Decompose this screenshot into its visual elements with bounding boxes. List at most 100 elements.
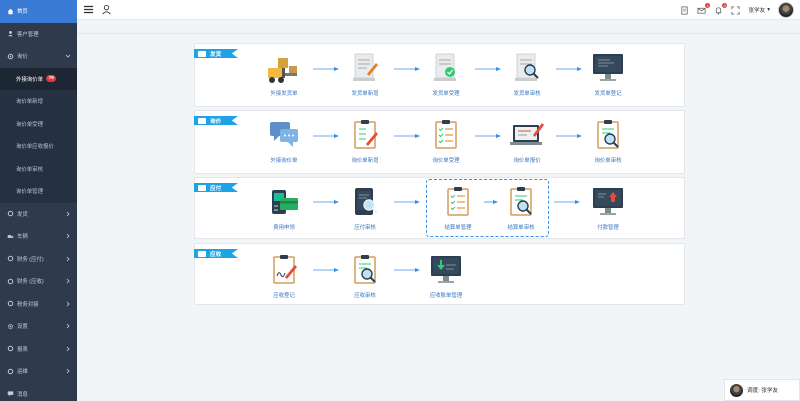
sidebar-sub-inquiry-new[interactable]: 询价单新增 (0, 90, 77, 113)
tabs-bar (77, 20, 800, 34)
step-label: 发货单受理 (432, 91, 460, 97)
sidebar-sub-external-inquiry[interactable]: 外接询价单 79 (0, 67, 77, 90)
step-label: 询价单审核 (594, 158, 622, 164)
chevron-right-icon (65, 211, 71, 217)
document-search-icon (507, 50, 547, 86)
count-badge: 79 (45, 75, 57, 83)
sidebar-item-label: 车辆 (17, 234, 28, 241)
mail-icon[interactable]: 1 (697, 2, 711, 15)
step-receivable-review[interactable]: 应收审核 (335, 252, 395, 299)
sidebar-item-label: 询价单管理 (16, 189, 43, 196)
flow-arrow (313, 66, 339, 72)
flow-arrow (313, 267, 339, 273)
avatar[interactable] (778, 2, 794, 18)
flow-arrow (556, 133, 582, 139)
step-inquiry-new[interactable]: 询价单新增 (335, 117, 395, 164)
panel-shipping: 发货 外接发货单 发货单新增 发货单受理 发货单审核 发货单登记 (194, 43, 685, 107)
user-profile-icon[interactable] (101, 4, 112, 17)
tag-icon (198, 117, 206, 124)
step-external-shipping[interactable]: 外接发货单 (254, 50, 314, 97)
step-expense-claim[interactable]: 费用申领 (254, 184, 314, 231)
step-label: 外接发货单 (270, 91, 298, 97)
chevron-right-icon (65, 323, 71, 329)
step-receivable-register[interactable]: 应收登记 (254, 252, 314, 299)
settings-icon (6, 345, 14, 353)
monitor-icon (588, 50, 628, 86)
sidebar-item-customers[interactable]: 客户管理 (0, 23, 77, 46)
chevron-down-icon (65, 53, 71, 59)
sidebar-item-messages[interactable]: 消息 (0, 383, 77, 401)
sidebar-sub-inquiry-manage[interactable]: 询价单管理 (0, 180, 77, 203)
sidebar-item-settings[interactable]: 设置 (0, 315, 77, 338)
tag-icon (198, 250, 206, 257)
panel-receivable: 应收 应收登记 应收审核 应收账单管理 (194, 243, 685, 305)
step-external-inquiry[interactable]: 外接询价单 (254, 117, 314, 164)
step-label: 询价单受理 (432, 158, 460, 164)
flow-arrow (484, 199, 498, 205)
sidebar-sub-inquiry-review[interactable]: 询价单审核 (0, 158, 77, 181)
fullscreen-icon[interactable] (731, 5, 740, 15)
step-shipping-register[interactable]: 发货单登记 (578, 50, 638, 97)
step-label: 结算单审核 (507, 225, 535, 231)
step-label: 发货单审核 (513, 91, 541, 97)
step-inquiry-accept[interactable]: 询价单受理 (416, 117, 476, 164)
sidebar-item-label: 财务 (应付) (17, 256, 44, 263)
message-icon (6, 390, 14, 398)
sidebar-item-label: 询价单应收报价 (16, 144, 54, 151)
step-payment-manage[interactable]: 付款管理 (578, 184, 638, 231)
panel-tag-label: 应收 (210, 251, 222, 258)
chat-label: 调度: 张学友 (747, 388, 779, 394)
clipboard-list-icon (438, 184, 478, 220)
sidebar-sub-inquiry-accept[interactable]: 询价单受理 (0, 113, 77, 136)
monitor-upload-icon (588, 184, 628, 220)
step-payable-review[interactable]: 应付审核 (335, 184, 395, 231)
step-label: 付款管理 (597, 225, 619, 231)
sidebar-item-reports[interactable]: 报表 (0, 338, 77, 361)
panel-tag-receivable: 应收 (194, 249, 238, 258)
sidebar-item-vehicles[interactable]: 车辆 (0, 225, 77, 248)
mail-badge: 1 (705, 2, 711, 8)
flow-arrow (475, 66, 501, 72)
sidebar-item-finance-payable[interactable]: 财务 (应付) (0, 248, 77, 271)
step-shipping-accept[interactable]: 发货单受理 (416, 50, 476, 97)
step-shipping-new[interactable]: 发货单新增 (335, 50, 395, 97)
forklift-icon (264, 50, 304, 86)
flow-arrow (556, 66, 582, 72)
bell-icon[interactable]: 0 (714, 2, 728, 15)
step-shipping-review[interactable]: 发货单审核 (497, 50, 557, 97)
panel-tag-inquiry: 询价 (194, 116, 238, 125)
sidebar-item-shipping[interactable]: 发货 (0, 203, 77, 226)
step-label: 结算单管理 (444, 225, 472, 231)
settings-icon (6, 277, 14, 285)
step-settlement-manage[interactable]: 结算单管理 (428, 184, 488, 231)
sidebar-item-finance-receivable[interactable]: 财务 (应收) (0, 270, 77, 293)
step-settlement-review[interactable]: 结算单审核 (491, 184, 551, 231)
tag-icon (198, 184, 206, 191)
user-menu[interactable]: 张学友▾ (748, 6, 770, 14)
flow-arrow (394, 66, 420, 72)
card-reader-icon (264, 184, 304, 220)
chevron-right-icon (65, 256, 71, 262)
sidebar-item-tax[interactable]: 税务对接 (0, 293, 77, 316)
step-inquiry-review[interactable]: 询价单审核 (578, 117, 638, 164)
sidebar-item-label: 询价单新增 (16, 99, 43, 106)
sidebar-item-ops[interactable]: 运维 (0, 360, 77, 383)
step-label: 询价单报价 (513, 158, 541, 164)
chevron-right-icon (65, 301, 71, 307)
sidebar-item-inquiry[interactable]: 询价 (0, 45, 77, 68)
document-icon[interactable] (680, 6, 689, 15)
menu-toggle-icon[interactable] (83, 4, 94, 17)
step-label: 费用申领 (273, 225, 295, 231)
sidebar-sub-inquiry-quote[interactable]: 询价单应收报价 (0, 135, 77, 158)
dispatcher-chat-widget[interactable]: 调度: 张学友 (724, 379, 800, 401)
step-receivable-bill-manage[interactable]: 应收账单管理 (416, 252, 476, 299)
flow-arrow (554, 199, 580, 205)
step-inquiry-quote[interactable]: 询价单报价 (497, 117, 557, 164)
step-label: 发货单登记 (594, 91, 622, 97)
sidebar-item-home[interactable]: 首页 (0, 0, 77, 23)
sidebar-item-label: 首页 (17, 9, 28, 16)
top-header: 1 0 张学友▾ (77, 0, 800, 20)
sidebar-item-label: 询价 (17, 54, 28, 61)
panel-tag-shipping: 发货 (194, 49, 238, 58)
tag-icon (198, 50, 206, 57)
